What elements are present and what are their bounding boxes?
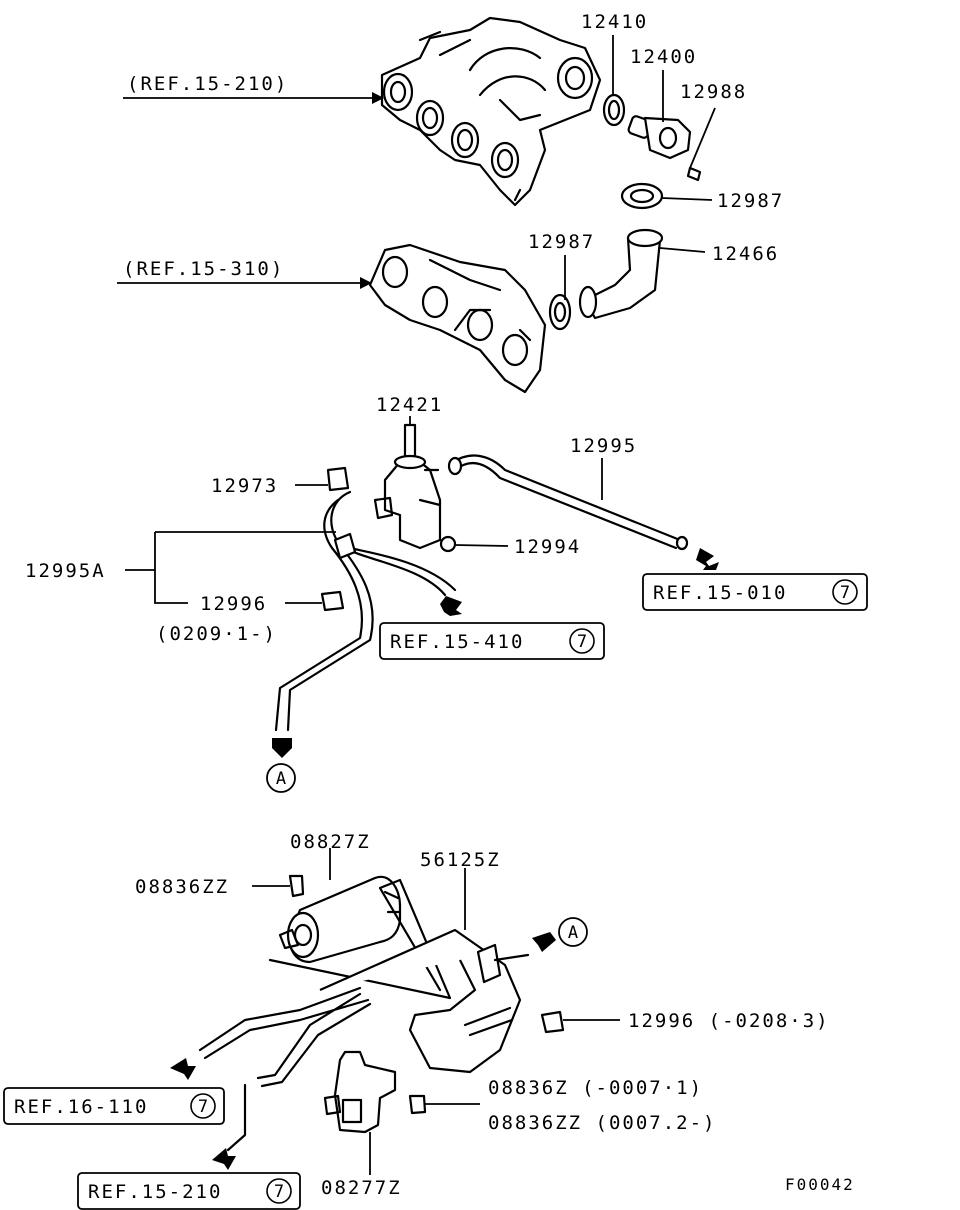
svg-text:7: 7 [198, 1097, 208, 1117]
ref-box-15-210-bottom[interactable]: REF.15-210 7 [77, 1172, 301, 1210]
svg-text:7: 7 [274, 1182, 284, 1202]
egr-valve-12400 [627, 115, 692, 160]
svg-text:REF.16-110: REF.16-110 [14, 1096, 148, 1118]
part-label-56125Z: 56125Z [420, 849, 501, 871]
svg-text:A: A [276, 769, 286, 789]
part-label-12400: 12400 [630, 46, 697, 68]
intake-manifold-illustration [380, 16, 602, 207]
connector-a-top: A [266, 763, 296, 793]
clip-12996-icon [320, 590, 345, 612]
leader-lines [117, 35, 716, 1175]
part-label-12994: 12994 [514, 536, 581, 558]
part-label-08836Z: 08836Z (-0007·1) [488, 1077, 703, 1099]
nut-12994-icon [439, 535, 457, 553]
part-label-12421: 12421 [376, 394, 443, 416]
part-label-12987-b: 12987 [528, 231, 595, 253]
part-label-12996-date: (0209·1-) [156, 623, 277, 645]
part-label-12995A: 12995A [25, 560, 106, 582]
ref-box-15-410[interactable]: REF.15-410 7 [379, 622, 605, 660]
connector-a-bottom: A [558, 917, 588, 947]
part-label-12996: 12996 [200, 593, 267, 615]
part-label-12466: 12466 [712, 243, 779, 265]
hose-12995 [450, 454, 682, 550]
part-label-08277Z: 08277Z [321, 1177, 402, 1199]
fuel-pipes [198, 986, 372, 1088]
svg-text:REF.15-210: REF.15-210 [88, 1181, 222, 1203]
ref-box-15-010[interactable]: REF.15-010 7 [642, 573, 868, 611]
diagram-code: F00042 [785, 1175, 855, 1194]
part-label-12987-a: 12987 [717, 190, 784, 212]
ref-box-16-110[interactable]: REF.16-110 7 [3, 1087, 225, 1125]
solenoid-12421 [373, 423, 442, 550]
part-label-12973: 12973 [211, 475, 278, 497]
part-label-12996-b: 12996 (-0208·3) [628, 1010, 830, 1032]
bolt-08836ZZ-icon [288, 874, 305, 898]
ref-label-15-210-top[interactable]: (REF.15-210) [127, 73, 288, 95]
ref-label-15-310[interactable]: (REF.15-310) [123, 258, 284, 280]
svg-text:7: 7 [840, 583, 850, 603]
gasket-ring-12410 [602, 93, 626, 127]
bolt-12988-icon [686, 166, 702, 182]
part-label-08836ZZ-b: 08836ZZ (0007.2-) [488, 1112, 716, 1134]
bolt-08836Z-icon [408, 1094, 427, 1115]
solenoid-08277Z [323, 1050, 397, 1134]
part-label-12410: 12410 [581, 11, 648, 33]
hose-12995A [274, 490, 374, 732]
egr-pipe-12466 [578, 228, 664, 320]
clip-12996-lower-icon [540, 1010, 565, 1034]
part-label-08836ZZ-top: 08836ZZ [135, 876, 229, 898]
svg-text:7: 7 [577, 632, 587, 652]
part-label-12995: 12995 [570, 435, 637, 457]
hose-clamp-12987-top [620, 182, 664, 210]
damper-12973 [326, 466, 350, 492]
part-label-12988: 12988 [680, 81, 747, 103]
manifold-2-illustration [368, 243, 547, 394]
svg-text:A: A [568, 923, 578, 943]
svg-text:REF.15-410: REF.15-410 [390, 631, 524, 653]
hose-clamp-12987-lower [548, 293, 572, 331]
part-label-08827Z: 08827Z [290, 831, 371, 853]
canister-08827Z [278, 875, 402, 964]
svg-text:REF.15-010: REF.15-010 [653, 582, 787, 604]
bracket-56125Z [268, 878, 556, 1074]
